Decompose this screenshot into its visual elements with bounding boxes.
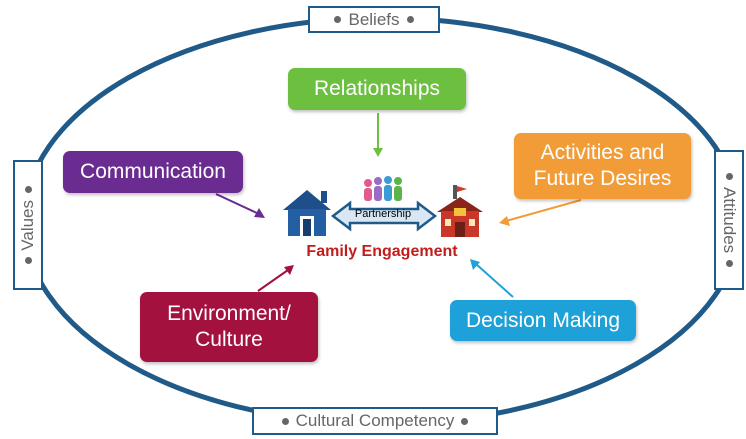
values-text: Values <box>18 199 37 251</box>
family-engagement-title: Family Engagement <box>306 243 458 260</box>
bullet-dot <box>725 260 733 268</box>
communication-box: Communication <box>63 151 243 193</box>
house-icon <box>283 190 331 236</box>
decision-making-label: Decision Making <box>465 308 621 332</box>
bullet-dot <box>24 257 32 265</box>
partnership-label: Partnership <box>354 208 412 220</box>
beliefs-text: Beliefs <box>348 9 400 29</box>
arrow-decision <box>470 259 514 298</box>
bullet-dot <box>334 16 342 23</box>
partnership-arrow <box>330 200 438 232</box>
environment-box: Environment/ Culture <box>140 292 318 362</box>
cultural-competency-text: Cultural Competency <box>295 411 455 430</box>
attitudes-text: Attitudes <box>720 186 739 254</box>
bullet-dot <box>406 16 414 23</box>
activities-box: Activities and Future Desires <box>514 133 691 199</box>
relationships-label: Relationships <box>313 77 441 101</box>
cultural-competency-label: Cultural Competency <box>252 407 498 435</box>
values-label: Values <box>13 160 43 290</box>
relationships-box: Relationships <box>288 68 466 110</box>
arrow-environment <box>257 265 294 292</box>
arrow-activities <box>499 199 582 226</box>
people-group-icon <box>364 176 402 201</box>
bullet-dot <box>725 172 733 180</box>
school-icon <box>437 185 483 237</box>
arrow-relationships <box>373 113 383 157</box>
decision-making-box: Decision Making <box>450 300 636 341</box>
bullet-dot <box>461 417 469 425</box>
arrow-communication <box>215 193 265 218</box>
environment-label: Environment/ Culture <box>167 302 291 351</box>
communication-label: Communication <box>80 160 226 184</box>
attitudes-label: Attitudes <box>714 150 744 290</box>
bullet-dot <box>24 185 32 193</box>
bullet-dot <box>281 417 289 425</box>
activities-label: Activities and Future Desires <box>533 141 672 190</box>
beliefs-label: Beliefs <box>308 6 440 33</box>
